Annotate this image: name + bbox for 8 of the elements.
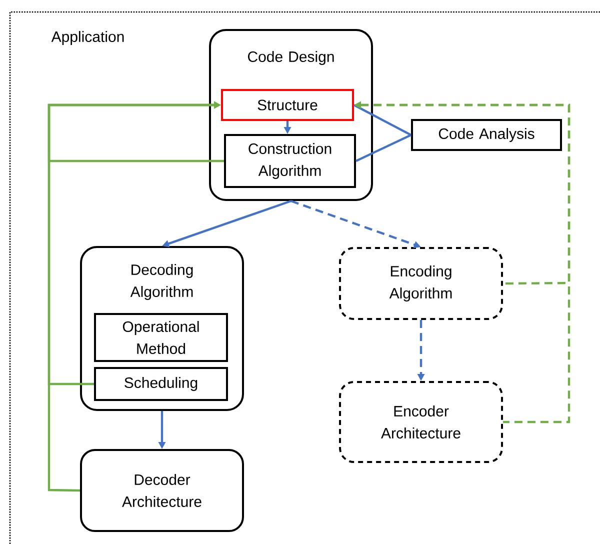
process-box: Operational Method xyxy=(94,313,228,362)
process-box: Code Analysis xyxy=(411,119,562,151)
process-box: Scheduling xyxy=(94,367,228,401)
process-box: Decoder Architecture xyxy=(80,449,244,532)
process-box: Encoding Algorithm xyxy=(339,247,503,320)
process-box: Structure xyxy=(221,89,354,121)
process-box: Construction Algorithm xyxy=(224,134,356,188)
process-box: Encoder Architecture xyxy=(339,381,503,463)
